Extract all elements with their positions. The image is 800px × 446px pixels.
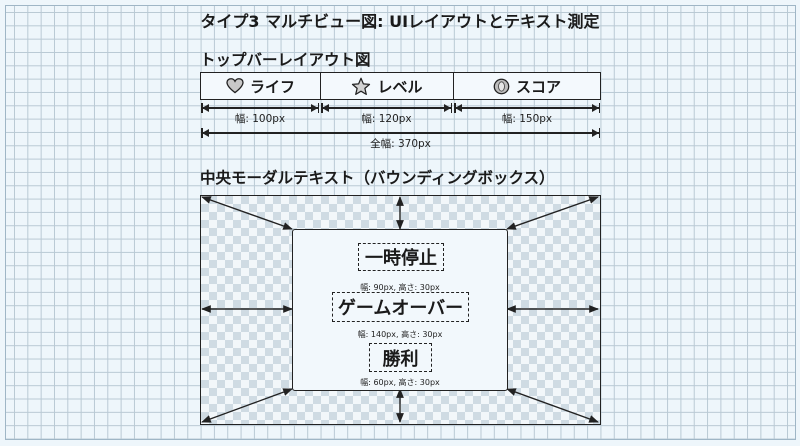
topbar-slot-level: レベル bbox=[320, 73, 453, 99]
slot-label: スコア bbox=[515, 77, 561, 96]
size-label-game-over: 幅: 140px, 高さ: 30px bbox=[357, 330, 443, 339]
dimension-line-life bbox=[201, 103, 319, 113]
width-label-level: 幅: 120px bbox=[361, 113, 412, 125]
size-label-victory: 幅: 60px, 高さ: 30px bbox=[360, 378, 440, 387]
modal-text-game-over: ゲームオーバー bbox=[337, 298, 464, 319]
dimension-line-level bbox=[321, 103, 452, 113]
modal-heading: 中央モーダルテキスト（バウンディングボックス） bbox=[200, 169, 555, 187]
heart-icon bbox=[226, 78, 244, 94]
topbar-slot-score: スコア bbox=[453, 73, 600, 99]
topbar-heading: トップバーレイアウト図 bbox=[200, 51, 371, 69]
total-width-label: 全幅: 370px bbox=[370, 138, 431, 150]
text-box-game-over: ゲームオーバー bbox=[332, 292, 469, 322]
dimension-line-total bbox=[201, 128, 600, 138]
slot-label: レベル bbox=[377, 77, 423, 96]
topbar-layout: ライフ レベル スコア bbox=[200, 72, 601, 100]
modal-text-victory: 勝利 bbox=[382, 348, 419, 370]
page-title: タイプ3 マルチビュー図: UIレイアウトとテキスト測定 bbox=[200, 12, 600, 31]
text-box-pause: 一時停止 bbox=[358, 243, 444, 271]
coin-icon bbox=[493, 78, 510, 95]
width-label-life: 幅: 100px bbox=[234, 113, 286, 125]
width-label-score: 幅: 150px bbox=[501, 113, 553, 125]
text-box-victory: 勝利 bbox=[369, 343, 432, 372]
slot-label: ライフ bbox=[249, 77, 295, 96]
dimension-line-score bbox=[454, 103, 600, 113]
star-icon bbox=[351, 77, 371, 96]
topbar-slot-life: ライフ bbox=[201, 73, 320, 99]
size-label-pause: 幅: 90px, 高さ: 30px bbox=[360, 283, 440, 292]
modal-text-pause: 一時停止 bbox=[365, 248, 437, 269]
modal-panel bbox=[292, 229, 508, 391]
